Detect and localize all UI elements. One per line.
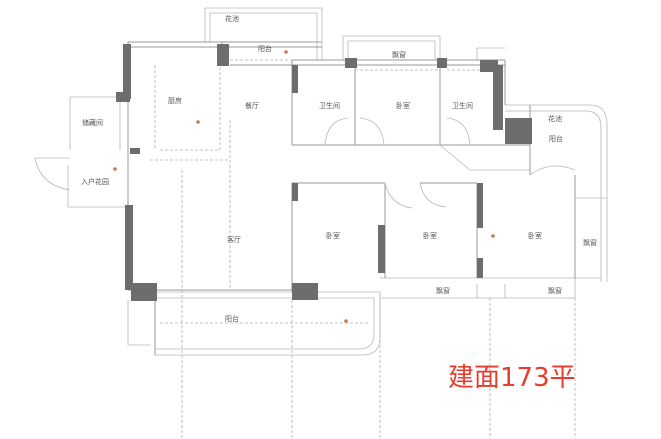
- label-bay-window-right: 飘窗: [583, 238, 597, 247]
- label-bathroom-2: 卫生间: [452, 101, 473, 110]
- label-storage: 储藏间: [82, 118, 103, 127]
- label-balcony-right: 阳台: [549, 134, 563, 143]
- solid-walls: [116, 44, 532, 301]
- label-entry-garden: 入户花园: [81, 177, 109, 186]
- label-kitchen: 厨房: [168, 96, 182, 105]
- label-balcony-bottom: 阳台: [225, 314, 239, 323]
- label-balcony-top: 阳台: [258, 44, 272, 53]
- label-bay-window-top: 飘窗: [392, 50, 406, 59]
- label-living: 客厅: [227, 235, 241, 244]
- label-garden-top: 花池: [225, 14, 239, 23]
- label-bay-window-bottom-1: 飘窗: [436, 286, 450, 295]
- label-bathroom-1: 卫生间: [319, 101, 340, 110]
- outline-lines: [34, 7, 608, 356]
- label-bedroom-3: 卧室: [528, 231, 542, 240]
- room-labels: 花池 阳台 飘窗 储藏间 厨房 餐厅 卫生间 卧室 卫生间 花池 阳台 入户花园…: [81, 14, 597, 323]
- label-dining: 餐厅: [245, 101, 259, 110]
- label-bay-window-bottom-2: 飘窗: [548, 286, 562, 295]
- label-bedroom-top: 卧室: [396, 101, 410, 110]
- label-bedroom-2: 卧室: [423, 231, 437, 240]
- area-text: 建面173平: [448, 363, 576, 393]
- label-bedroom-1: 卧室: [326, 231, 340, 240]
- label-garden-right: 花池: [548, 114, 562, 123]
- room-markers: [113, 50, 495, 323]
